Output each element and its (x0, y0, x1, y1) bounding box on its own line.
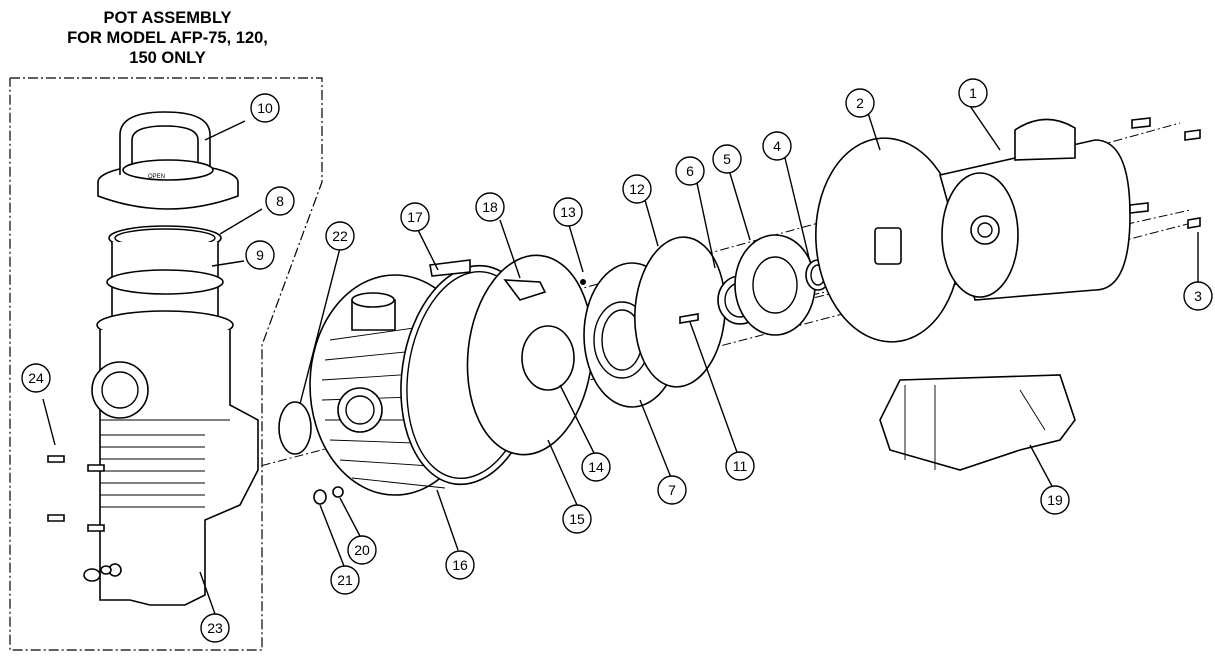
callout-label: 23 (207, 620, 223, 636)
callout-10: 10 (250, 93, 280, 123)
callout-17: 17 (400, 202, 430, 232)
callout-6: 6 (675, 156, 705, 186)
callout-label: 1 (969, 85, 977, 101)
callout-label: 5 (723, 151, 731, 167)
callout-label: 16 (452, 557, 468, 573)
callout-label: 21 (337, 572, 353, 588)
o-ring-14 (521, 325, 575, 391)
callout-label: 6 (686, 163, 694, 179)
callout-4: 4 (762, 131, 792, 161)
callout-label: 20 (354, 542, 370, 558)
callout-label: 14 (588, 459, 604, 475)
callout-24: 24 (21, 363, 51, 393)
o-ring-22 (278, 401, 312, 455)
callout-16: 16 (445, 550, 475, 580)
pot-bolts (47, 455, 105, 532)
callout-3: 3 (1183, 281, 1213, 311)
seal-plate (634, 236, 726, 388)
pot-drain-plug (83, 565, 112, 582)
callout-7: 7 (657, 475, 687, 505)
callout-18: 18 (475, 192, 505, 222)
callout-label: 9 (256, 247, 264, 263)
callout-12: 12 (622, 174, 652, 204)
callout-5: 5 (712, 144, 742, 174)
callout-label: 3 (1194, 288, 1202, 304)
callout-label: 11 (733, 458, 748, 474)
callout-label: 19 (1047, 492, 1063, 508)
callout-label: 17 (407, 209, 423, 225)
callout-label: 24 (28, 370, 44, 386)
callout-20: 20 (347, 535, 377, 565)
callout-label: 4 (773, 138, 781, 154)
callout-19: 19 (1040, 485, 1070, 515)
callout-label: 7 (668, 482, 676, 498)
drain-plug-20-21 (313, 486, 344, 505)
motor (939, 118, 1131, 301)
impeller (734, 234, 816, 336)
callout-11: 11 (725, 451, 755, 481)
callout-21: 21 (330, 565, 360, 595)
handle-18 (503, 279, 547, 301)
callout-leaders (42, 102, 1199, 615)
pot-assembly-frame (9, 77, 323, 651)
callout-1: 1 (958, 78, 988, 108)
pot-lid: OPEN (97, 111, 239, 210)
callout-23: 23 (200, 613, 230, 643)
pot-lid-text: OPEN (148, 174, 165, 180)
callout-14: 14 (581, 452, 611, 482)
callout-2: 2 (845, 88, 875, 118)
callout-label: 22 (332, 228, 348, 244)
callout-label: 10 (257, 100, 273, 116)
callout-13: 13 (553, 197, 583, 227)
callout-label: 2 (856, 95, 864, 111)
callout-22: 22 (325, 221, 355, 251)
callout-8: 8 (265, 186, 295, 216)
pot-body (91, 310, 259, 606)
pot-assembly-title: POT ASSEMBLY FOR MODEL AFP-75, 120, 150 … (67, 9, 268, 67)
callout-label: 13 (560, 204, 576, 220)
motor-bolts (1129, 117, 1201, 229)
callout-label: 12 (629, 181, 645, 197)
callout-label: 8 (276, 193, 284, 209)
callout-15: 15 (562, 504, 592, 534)
callout-label: 15 (569, 511, 585, 527)
callout-label: 18 (482, 199, 498, 215)
callout-9: 9 (245, 240, 275, 270)
motor-base (879, 374, 1076, 471)
